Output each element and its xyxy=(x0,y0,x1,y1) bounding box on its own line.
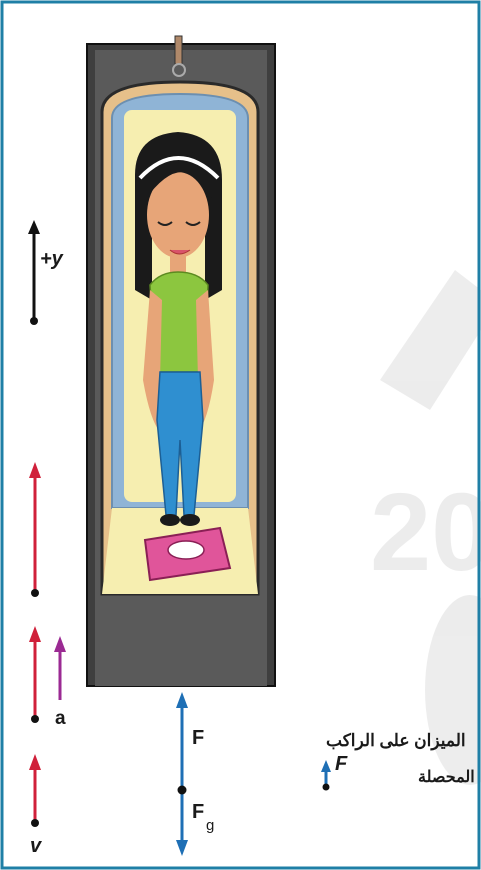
scale-force-text: الميزان على الراكب xyxy=(326,731,466,751)
velocity-arrow-2 xyxy=(29,626,41,723)
y-axis-label: +y xyxy=(40,248,64,270)
gravity-force-arrow xyxy=(176,790,188,856)
velocity-arrow-1 xyxy=(29,462,41,597)
acceleration-label: a xyxy=(55,708,66,729)
velocity-arrow-3 xyxy=(29,754,41,827)
scale-force-arrow xyxy=(176,692,188,790)
watermark: 20 xyxy=(370,270,481,785)
scale-force-symbol: F xyxy=(192,727,204,749)
net-force-symbol: F xyxy=(335,753,348,775)
gravity-force-subscript: g xyxy=(206,817,214,834)
velocity-label: v xyxy=(30,835,43,857)
gravity-force-symbol: F xyxy=(192,801,204,823)
force-origin-point xyxy=(178,786,187,795)
svg-text:20: 20 xyxy=(370,471,481,594)
y-axis-arrow xyxy=(28,220,40,325)
net-force-text: المحصلة xyxy=(418,769,475,786)
net-force-arrow xyxy=(321,760,331,791)
acceleration-arrow xyxy=(54,636,66,700)
